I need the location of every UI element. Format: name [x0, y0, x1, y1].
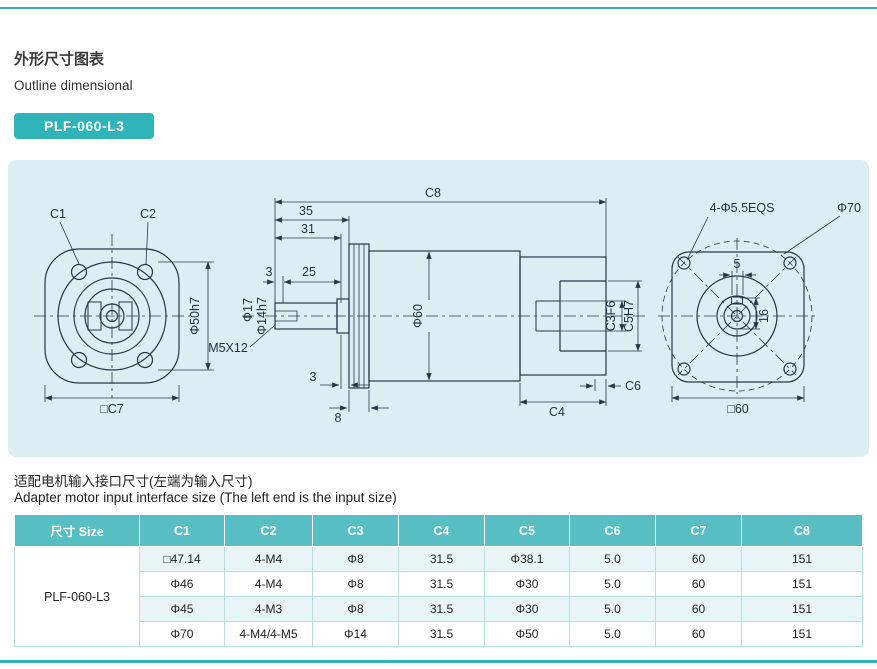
cell: 4-M3	[224, 596, 313, 622]
cell: 5.0	[569, 596, 656, 622]
dim-c4-label: C4	[549, 405, 565, 419]
dim-m5x12-label: M5X12	[208, 341, 248, 355]
column-header-size: 尺寸 Size	[14, 514, 140, 547]
dim-c3f6-label: C3F6	[604, 301, 618, 332]
model-cell: PLF-060-L3	[14, 546, 140, 647]
table-row: Φ70 4-M4/4-M5 Φ14 31.5 Φ50 5.0 60 151	[15, 621, 863, 647]
dim-dia50h7-label: Φ50h7	[188, 297, 202, 335]
dim-dia14h7-label: Φ14h7	[255, 297, 269, 335]
dim-31-label: 31	[301, 222, 315, 236]
column-header-c6: C6	[569, 514, 656, 547]
table-row: PLF-060-L3 □47.14 4-M4 Φ8 31.5 Φ38.1 5.0…	[14, 546, 863, 647]
column-header-c4: C4	[398, 514, 485, 547]
dim-8-label: 8	[335, 411, 342, 425]
cell: Φ30	[484, 596, 570, 622]
dim-square-c7-label: □C7	[100, 402, 124, 416]
dim-3-top-label: 3	[266, 265, 273, 279]
cell: 31.5	[398, 546, 485, 572]
dim-c1-label: C1	[50, 207, 66, 221]
dim-c6-label: C6	[625, 379, 641, 393]
cell: 151	[741, 596, 863, 622]
rear-view-dims	[671, 215, 841, 402]
cell: 60	[655, 546, 742, 572]
drawing-panel: C1 C2 Φ50h7 □C7 C8 35 31 3 25 Φ17 Φ14h7 …	[8, 160, 869, 457]
cell: 60	[655, 621, 742, 647]
cell: Φ8	[312, 546, 399, 572]
page-title-en: Outline dimensional	[14, 78, 133, 93]
side-view-dims	[249, 198, 642, 412]
column-header-c3: C3	[312, 514, 399, 547]
dim-dia60-label: Φ60	[411, 304, 425, 328]
dim-c2-label: C2	[140, 207, 156, 221]
cell: 4-M4	[224, 571, 313, 597]
column-header-c1: C1	[139, 514, 225, 547]
rear-view	[658, 238, 816, 394]
drawing-labels: C1 C2 Φ50h7 □C7 C8 35 31 3 25 Φ17 Φ14h7 …	[50, 186, 861, 425]
side-view	[242, 243, 648, 389]
cell: 60	[655, 571, 742, 597]
cell: 31.5	[398, 596, 485, 622]
dim-35-label: 35	[299, 204, 313, 218]
table-row: Φ46 4-M4 Φ8 31.5 Φ30 5.0 60 151	[15, 571, 863, 597]
table-row: Φ45 4-M3 Φ8 31.5 Φ30 5.0 60 151	[15, 596, 863, 622]
cell: 151	[741, 546, 863, 572]
cell: 5.0	[569, 546, 656, 572]
column-header-c5: C5	[484, 514, 570, 547]
cell: Φ46	[139, 571, 225, 597]
cell: 31.5	[398, 621, 485, 647]
column-header-c8: C8	[741, 514, 863, 547]
model-badge: PLF-060-L3	[14, 113, 155, 139]
outline-drawing: C1 C2 Φ50h7 □C7 C8 35 31 3 25 Φ17 Φ14h7 …	[34, 186, 861, 425]
adapter-size-table: 尺寸 Size C1 C2 C3 C4 C5 C6 C7 C8 PLF-060-…	[14, 514, 863, 647]
cell: Φ70	[139, 621, 225, 647]
front-view-dims	[44, 221, 214, 402]
cell: Φ45	[139, 596, 225, 622]
dim-dia17-label: Φ17	[241, 298, 255, 322]
column-header-c7: C7	[655, 514, 742, 547]
cell: 31.5	[398, 571, 485, 597]
dim-25-label: 25	[302, 265, 316, 279]
cell: Φ30	[484, 571, 570, 597]
front-view	[34, 234, 190, 398]
cell: 151	[741, 571, 863, 597]
adapter-note-cn: 适配电机输入接口尺寸(左端为输入尺寸)	[14, 474, 253, 489]
cell: 5.0	[569, 621, 656, 647]
dim-16-label: 16	[757, 309, 771, 323]
dim-3-bottom-label: 3	[310, 370, 317, 384]
header-row: 尺寸 Size C1 C2 C3 C4 C5 C6 C7 C8	[14, 514, 863, 547]
dim-dia70-label: Φ70	[837, 201, 861, 215]
column-header-c2: C2	[224, 514, 313, 547]
cell: Φ8	[312, 571, 399, 597]
dim-c8-label: C8	[425, 186, 441, 200]
top-rule	[0, 7, 877, 9]
cell: 5.0	[569, 571, 656, 597]
cell: 4-M4/4-M5	[224, 621, 313, 647]
dim-square-60-label: □60	[727, 402, 749, 416]
dim-bolt-holes-label: 4-Φ5.5EQS	[710, 201, 775, 215]
cell: Φ38.1	[484, 546, 570, 572]
page-title-cn: 外形尺寸图表	[14, 51, 105, 68]
cell: □47.14	[139, 546, 225, 572]
cell: Φ14	[312, 621, 399, 647]
cell: Φ8	[312, 596, 399, 622]
table-header: 尺寸 Size C1 C2 C3 C4 C5 C6 C7 C8	[14, 514, 863, 547]
cell: 151	[741, 621, 863, 647]
dim-c5h7-label: C5H7	[622, 300, 636, 332]
adapter-note-en: Adapter motor input interface size (The …	[14, 490, 397, 505]
dim-key-5-label: 5	[734, 257, 741, 271]
table-body: PLF-060-L3 □47.14 4-M4 Φ8 31.5 Φ38.1 5.0…	[14, 546, 863, 647]
bottom-rule	[0, 660, 877, 663]
cell: 60	[655, 596, 742, 622]
cell: Φ50	[484, 621, 570, 647]
cell: 4-M4	[224, 546, 313, 572]
